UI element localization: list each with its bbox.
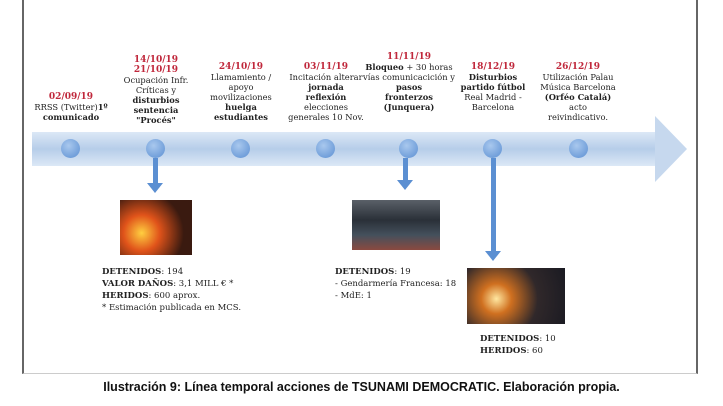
event-7: 26/12/19 Utilización Palau Música Barcel… — [528, 62, 628, 122]
event-text: disturbios sentencia "Procés" — [132, 95, 180, 125]
event-text: elecciones generales 10 Nov. — [288, 102, 364, 122]
event-text: comunicado — [42, 112, 100, 122]
down-arrow — [153, 158, 158, 184]
stat-value: : 3,1 MILL € * — [173, 279, 234, 289]
event-text: RRSS (Twitter) — [34, 102, 98, 112]
event-text: huelga estudiantes — [214, 102, 268, 122]
event-text: Llamamiento / apoyo movilizaciones — [210, 72, 272, 102]
event-6: 18/12/19 Disturbios partido fútbol Real … — [443, 62, 543, 112]
event-text: Disturbios partido fútbol — [460, 72, 526, 92]
timeline-dot — [61, 139, 80, 158]
stat-key: HERIDOS — [480, 346, 527, 356]
event-text: Bloqueo — [365, 62, 404, 72]
event-text: (Orféo Catalá) — [544, 92, 612, 102]
stat-key: DETENIDOS — [480, 334, 540, 344]
event-text: acto reivindicativo. — [548, 102, 608, 122]
figure-frame — [22, 0, 698, 374]
timeline-dot — [231, 139, 250, 158]
event-date: 24/10/19 — [218, 62, 264, 72]
timeline-dot — [146, 139, 165, 158]
stat-key: DETENIDOS — [102, 267, 162, 277]
timeline-dot — [316, 139, 335, 158]
event-text: Utilización Palau Música Barcelona — [540, 72, 616, 92]
stat-key: VALOR DAÑOS — [102, 279, 174, 289]
timeline-dot — [569, 139, 588, 158]
event-text: + 30 horas vías comunicacición y — [363, 62, 455, 82]
down-arrowhead — [147, 183, 163, 193]
stat-value: : 19 — [394, 267, 411, 277]
event-text: jornada reflexión — [305, 82, 347, 102]
stat-key: DETENIDOS — [335, 267, 395, 277]
timeline-arrowhead — [655, 116, 687, 182]
down-arrowhead — [397, 180, 413, 190]
stats-block-3: DETENIDOS: 10 HERIDOS: 60 — [480, 333, 556, 357]
stat-note: * Estimación publicada en MCS. — [102, 303, 242, 313]
event-1: 02/09/19 RRSS (Twitter)1º comunicado — [21, 92, 121, 122]
stat-value: : 194 — [161, 267, 184, 277]
event-4: 03/11/19 Incitación alterar jornada refl… — [276, 62, 376, 122]
event-date: 14/10/19 — [133, 55, 179, 65]
stat-key: HERIDOS — [102, 291, 149, 301]
timeline-arrow — [32, 132, 657, 166]
stat-value: : 60 — [526, 346, 543, 356]
event-date: 03/11/19 — [303, 62, 349, 72]
police-crowd-photo — [352, 200, 440, 250]
timeline-dot — [399, 139, 418, 158]
figure-caption: Ilustración 9: Línea temporal acciones d… — [103, 380, 620, 394]
down-arrowhead — [485, 251, 501, 261]
stats-block-2: DETENIDOS: 19 - Gendarmería Francesa: 18… — [335, 266, 456, 302]
stat-line: - MdE: 1 — [335, 291, 372, 301]
event-2: 14/10/19 21/10/19 Ocupación Infr. Crític… — [106, 55, 206, 125]
timeline-dot — [483, 139, 502, 158]
stat-value: : 10 — [539, 334, 556, 344]
event-date: 11/11/19 — [386, 52, 432, 62]
event-text: Real Madrid - Barcelona — [464, 92, 522, 112]
stat-line: - Gendarmería Francesa: 18 — [335, 279, 457, 289]
fire-riot-photo — [120, 200, 192, 255]
event-text: pasos fronterzos (Junquera) — [383, 82, 435, 112]
down-arrow — [491, 158, 496, 252]
event-text: Ocupación Infr. Críticas y — [123, 75, 189, 95]
event-date: 18/12/19 — [470, 62, 516, 72]
event-date: 21/10/19 — [133, 65, 179, 75]
down-arrow — [403, 158, 408, 181]
event-text: Incitación alterar — [289, 72, 363, 82]
event-date: 02/09/19 — [48, 92, 94, 102]
stat-value: : 600 aprox. — [148, 291, 201, 301]
event-date: 26/12/19 — [555, 62, 601, 72]
stats-block-1: DETENIDOS: 194 VALOR DAÑOS: 3,1 MILL € *… — [102, 266, 241, 314]
stadium-riot-photo — [467, 268, 565, 324]
event-3: 24/10/19 Llamamiento / apoyo movilizacio… — [191, 62, 291, 122]
event-text: 1º — [97, 102, 108, 112]
event-5: 11/11/19 Bloqueo + 30 horas vías comunic… — [359, 52, 459, 112]
